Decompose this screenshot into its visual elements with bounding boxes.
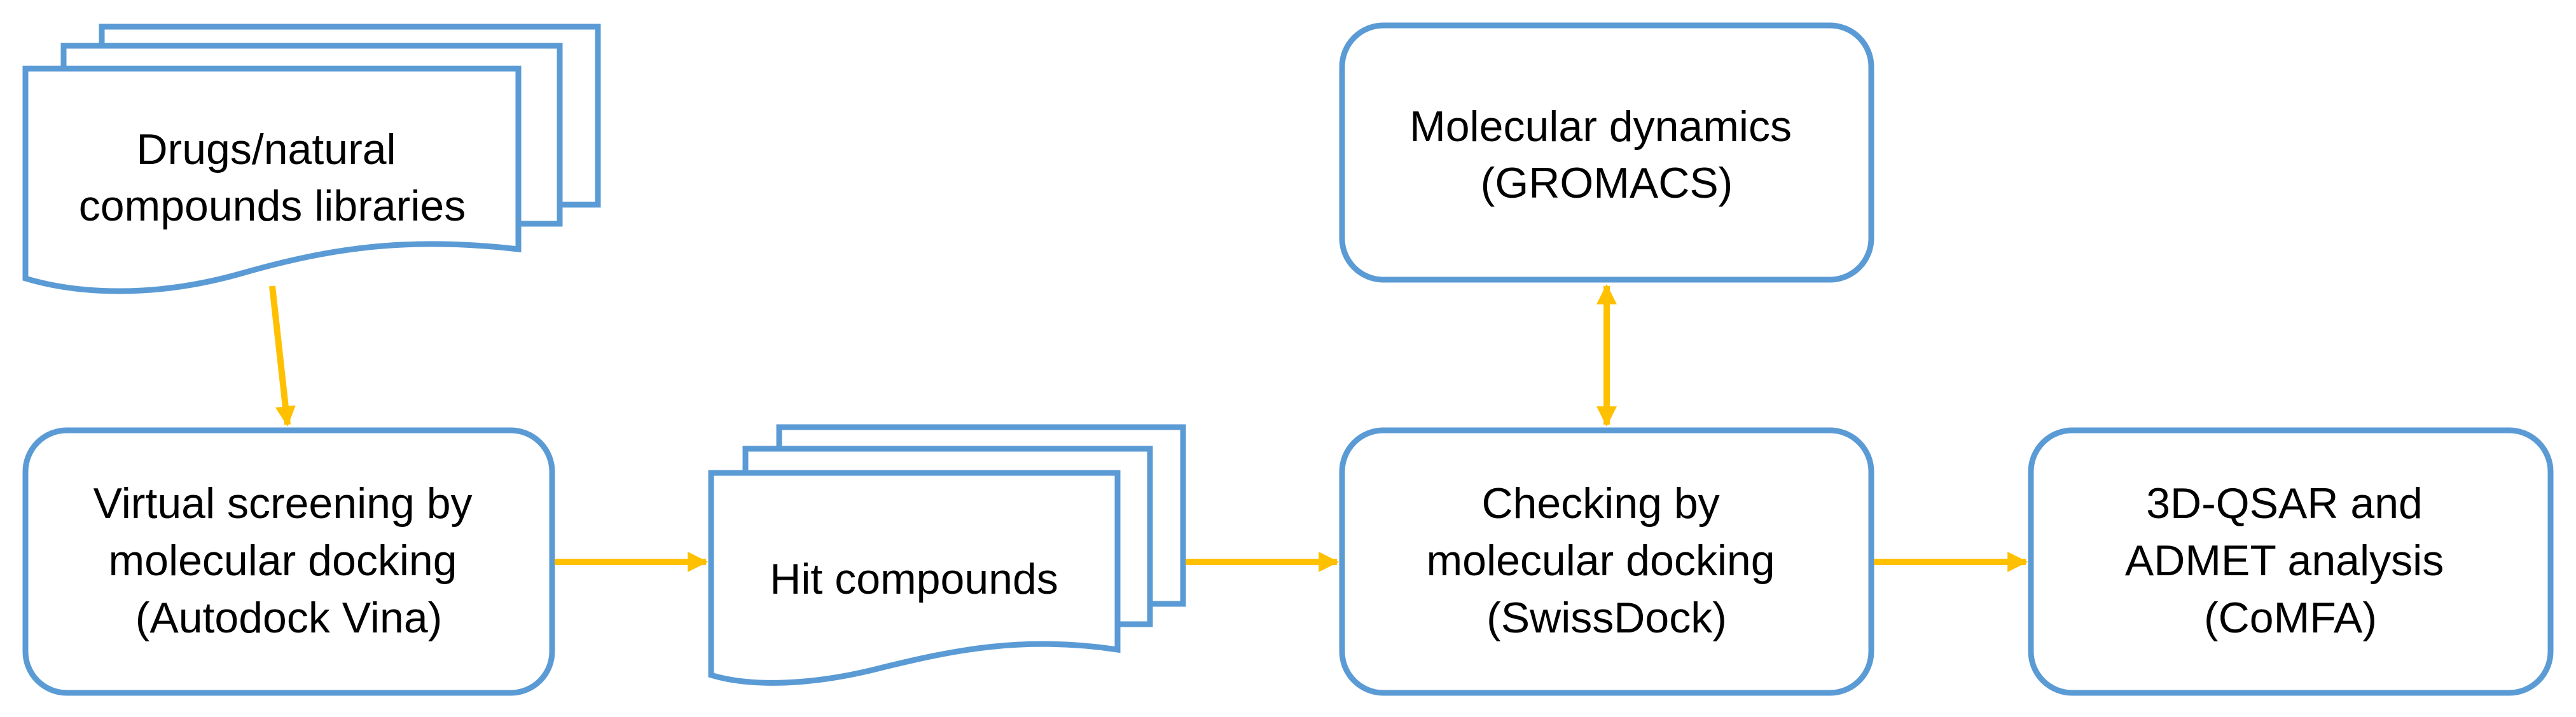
node-virtual-screening: Virtual screening by molecular docking (… (22, 427, 555, 696)
svg-text:3D-QSAR and ADMET analys: 3D-QSAR and ADMET analysis (CoMFA) (2125, 479, 2456, 642)
box-qsar-admet (2028, 427, 2554, 696)
svg-text:Virtual screening by mol: Virtual screening by molecular docking (… (93, 479, 485, 642)
box-molecular-dynamics (1339, 22, 1874, 283)
checking-label-line-2: molecular docking (1427, 536, 1775, 585)
arrow-library-to-screening (269, 285, 296, 427)
checking-label-line-1: Checking by (1481, 479, 1719, 528)
virtual-screening-label-line-1: Virtual screening by (93, 479, 473, 528)
library-label-line-2: compounds libraries (79, 182, 466, 230)
node-molecular-dynamics: Molecular dynamics (GROMACS) (1339, 22, 1874, 283)
virtual-screening-label-line-2: molecular docking (109, 536, 457, 585)
connectors (269, 283, 2028, 573)
node-checking: Checking by molecular docking (SwissDock… (1339, 427, 1874, 696)
hit-compounds-label: Hit compounds (770, 555, 1058, 603)
node-compound-libraries: Drugs/natural compounds libraries (22, 24, 601, 294)
node-qsar-admet: 3D-QSAR and ADMET analysis (CoMFA) (2028, 427, 2554, 696)
qsar-label-line-2: ADMET analysis (2125, 536, 2444, 585)
svg-text:Drugs/natural compounds: Drugs/natural compounds libraries (79, 125, 466, 230)
molecular-dynamics-label-line-1: Molecular dynamics (1409, 102, 1792, 151)
svg-text:Hit compounds: Hit compounds (770, 555, 1058, 603)
box-checking (1339, 427, 1874, 696)
virtual-screening-label-line-3: (Autodock Vina) (135, 594, 443, 642)
svg-text:Molecular dynamics (GROM: Molecular dynamics (GROMACS) (1409, 102, 1804, 207)
svg-text:Checking by molecular do: Checking by molecular docking (SwissDock… (1427, 479, 1787, 642)
library-label-line-1: Drugs/natural (136, 125, 396, 174)
document-shape-front (708, 470, 1121, 686)
qsar-label-line-1: 3D-QSAR and (2146, 479, 2423, 528)
box-virtual-screening (22, 427, 555, 696)
document-shape-front (22, 65, 522, 294)
molecular-dynamics-label-line-2: (GROMACS) (1481, 159, 1733, 207)
checking-label-line-3: (SwissDock) (1486, 594, 1727, 642)
node-hit-compounds: Hit compounds (708, 424, 1186, 686)
qsar-label-line-3: (CoMFA) (2204, 594, 2377, 642)
